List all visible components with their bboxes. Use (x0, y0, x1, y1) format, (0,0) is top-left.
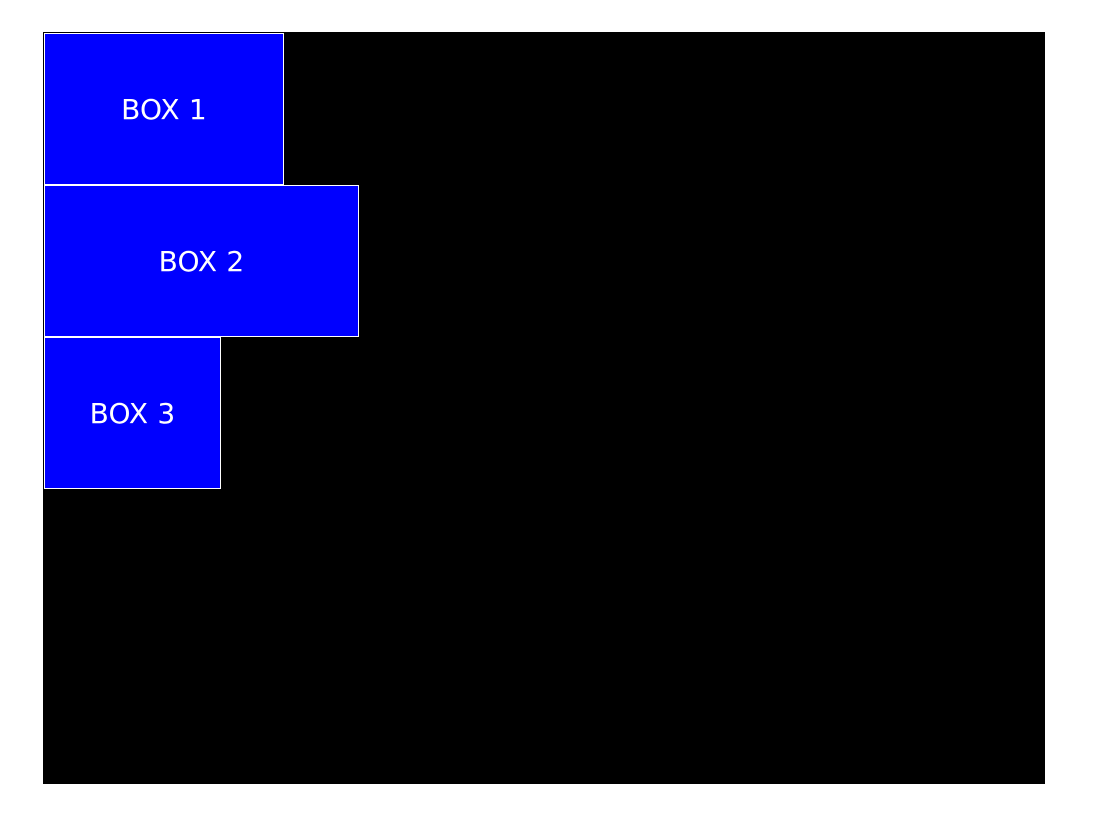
display-canvas: BOX 1 BOX 2 BOX 3 (43, 32, 1045, 784)
box-3-label: BOX 3 (89, 396, 176, 430)
box-1-label: BOX 1 (121, 92, 207, 126)
box-2[interactable]: BOX 2 (44, 185, 359, 337)
box-2-label: BOX 2 (158, 244, 245, 278)
box-3[interactable]: BOX 3 (44, 337, 221, 489)
box-1[interactable]: BOX 1 (44, 33, 284, 185)
